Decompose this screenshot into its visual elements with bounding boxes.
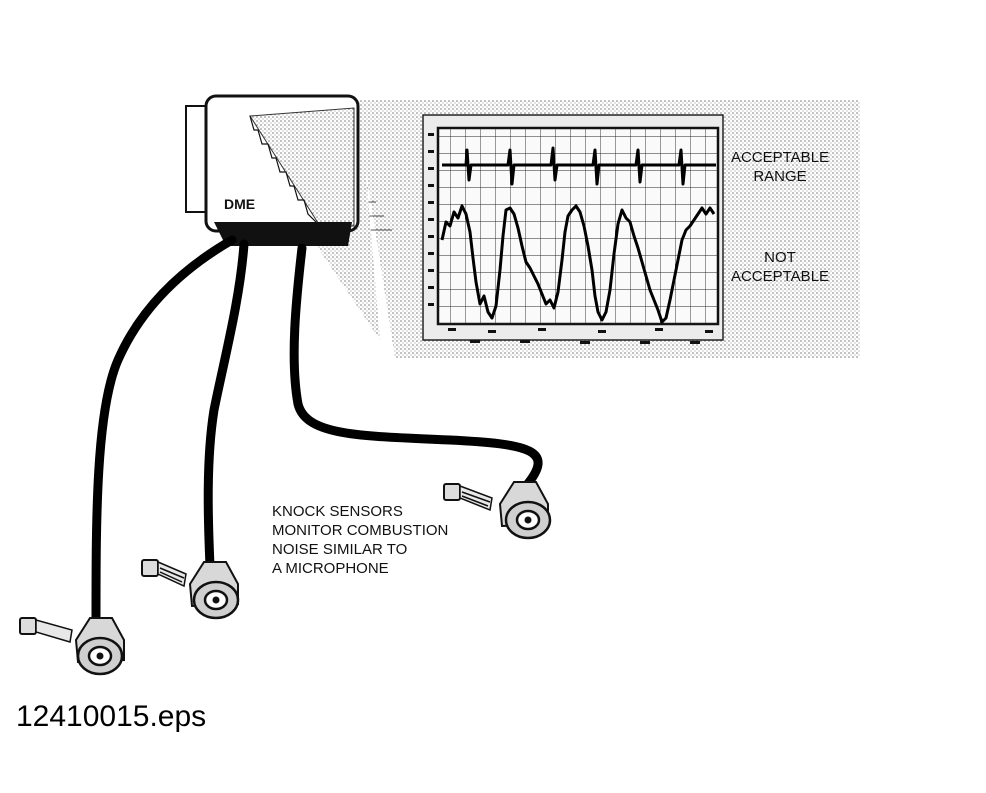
acceptable-range-line-2: RANGE [753, 168, 807, 185]
dme-label: DME [224, 196, 256, 212]
not-acceptable-label: NOT ACCEPTABLE [712, 248, 848, 286]
callout-line-3: NOISE SIMILAR TO [272, 541, 408, 558]
acceptable-trace [442, 146, 716, 186]
knock-sensor-callout: KNOCK SENSORS MONITOR COMBUSTION NOISE S… [272, 502, 502, 578]
not-acceptable-line-1: NOT [764, 249, 796, 266]
dme-control-unit-icon [185, 94, 360, 246]
bolt-icon [443, 483, 493, 512]
callout-line-4: A MICROPHONE [272, 560, 389, 577]
knock-sensor-icon [74, 617, 125, 676]
file-caption: 12410015.eps [16, 700, 207, 733]
bolt-icon [19, 617, 73, 643]
oscilloscope-icon [422, 114, 724, 344]
callout-line-2: MONITOR COMBUSTION [272, 522, 449, 539]
knock-sensor-icon [188, 561, 240, 620]
not-acceptable-trace [440, 204, 716, 324]
knock-sensor-icon [498, 481, 552, 540]
acceptable-range-label: ACCEPTABLE RANGE [712, 148, 848, 186]
sensor-cables [91, 235, 543, 625]
bolt-icon [141, 559, 187, 588]
acceptable-range-line-1: ACCEPTABLE [730, 149, 830, 166]
callout-line-1: KNOCK SENSORS [272, 503, 403, 520]
not-acceptable-line-2: ACCEPTABLE [730, 268, 830, 285]
